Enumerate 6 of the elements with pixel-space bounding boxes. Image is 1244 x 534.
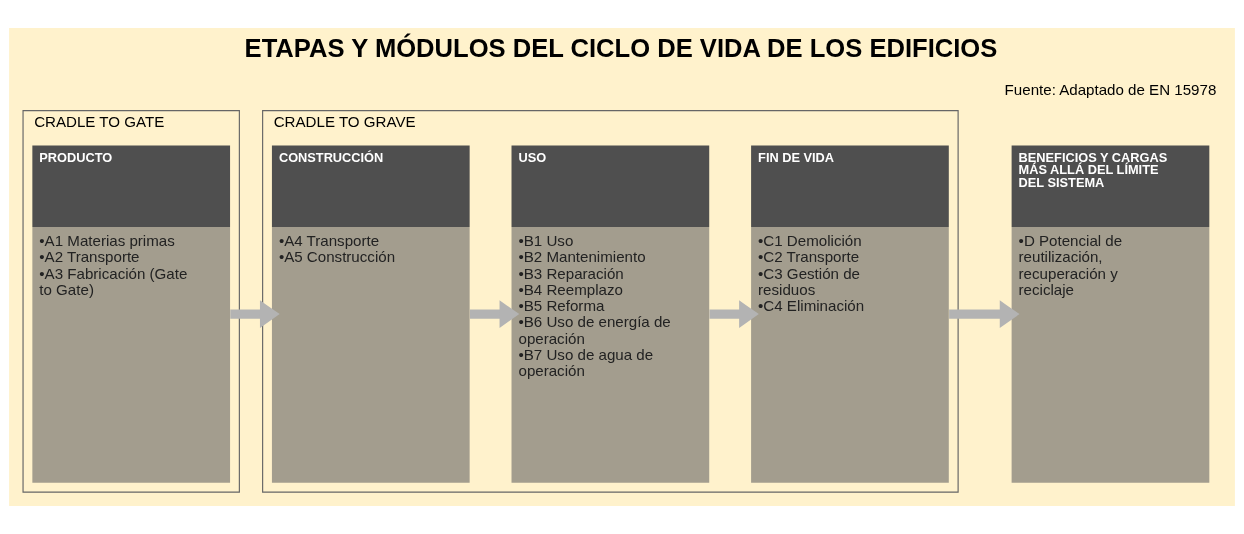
arrow bbox=[709, 300, 759, 328]
label: Fuente: Adaptado de EN 15978 bbox=[1004, 80, 1217, 98]
arrow bbox=[949, 300, 1020, 328]
arrow bbox=[230, 300, 280, 328]
diagram-title: ETAPAS Y MÓDULOS DEL CICLO DE VIDA DE LOS EDIFICIOS bbox=[244, 33, 998, 62]
arrow bbox=[469, 300, 520, 328]
